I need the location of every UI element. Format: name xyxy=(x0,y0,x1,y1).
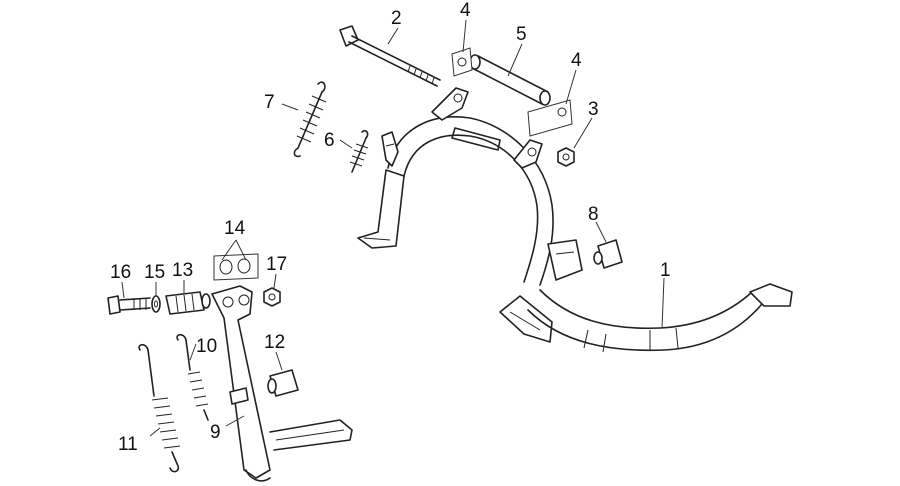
callout-1: 1 xyxy=(660,260,671,281)
callout-5: 5 xyxy=(516,24,527,45)
callout-2: 2 xyxy=(391,8,402,29)
callout-10: 10 xyxy=(196,336,217,357)
spring-small xyxy=(349,129,369,173)
callout-12: 12 xyxy=(264,332,285,353)
leader-lines xyxy=(121,19,665,437)
callout-17: 17 xyxy=(266,254,287,275)
callout-16: 16 xyxy=(110,262,131,283)
rubber-stopper xyxy=(593,239,623,269)
nut xyxy=(557,147,575,167)
spring-long xyxy=(138,343,181,473)
pivot-bolt xyxy=(107,295,151,315)
callout-9: 9 xyxy=(210,422,221,443)
side-stand-pin xyxy=(229,387,249,405)
callout-14: 14 xyxy=(224,218,246,239)
stand-pin xyxy=(381,131,399,167)
main-stand xyxy=(357,87,793,353)
pivot-washer xyxy=(151,295,161,313)
callout-4-lower: 4 xyxy=(571,50,582,71)
spring-medium xyxy=(176,333,209,421)
side-stand-rubber xyxy=(267,369,299,397)
callout-labels: 2 4 5 4 3 7 6 8 1 14 16 15 13 17 12 10 9… xyxy=(110,0,671,455)
washer-tag-lower xyxy=(527,99,573,137)
spring-upper xyxy=(293,81,327,158)
pivot-bushing xyxy=(165,291,211,315)
side-stand-nut xyxy=(263,287,281,307)
callout-15: 15 xyxy=(144,262,165,283)
callout-4-upper: 4 xyxy=(460,0,471,21)
long-bolt xyxy=(339,25,441,87)
shaft xyxy=(469,54,551,106)
washer-tag-upper xyxy=(451,47,473,77)
callout-8: 8 xyxy=(588,204,599,225)
callout-7: 7 xyxy=(264,92,275,113)
callout-6: 6 xyxy=(324,130,335,151)
callout-13: 13 xyxy=(172,260,193,281)
callout-3: 3 xyxy=(588,99,599,120)
callout-11: 11 xyxy=(118,434,138,455)
side-stand-washer-tag xyxy=(213,253,259,281)
